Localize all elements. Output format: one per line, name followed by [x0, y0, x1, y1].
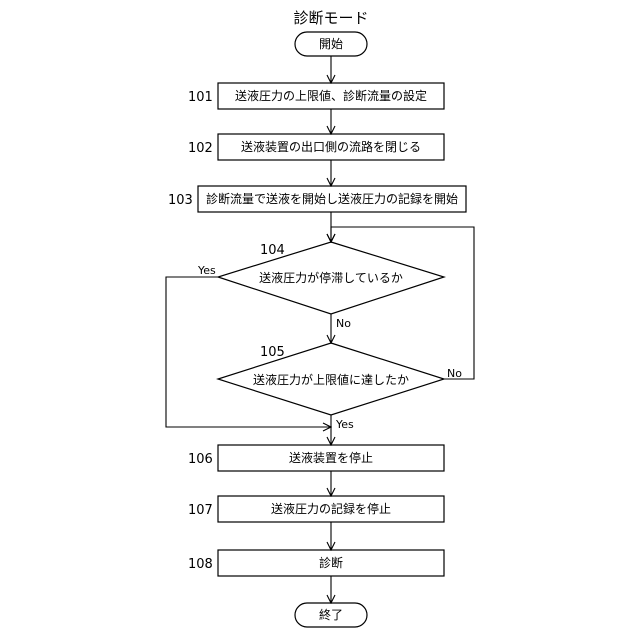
step-105-number: 105: [260, 345, 285, 360]
step-102-number: 102: [188, 141, 213, 156]
step-106-number: 106: [188, 452, 213, 467]
step-106-text: 送液装置を停止: [289, 450, 373, 465]
step-103-text: 診断流量で送液を開始し送液圧力の記録を開始: [206, 191, 458, 206]
decision-105-text: 送液圧力が上限値に達したか: [253, 372, 409, 387]
start-label: 開始: [319, 37, 343, 51]
step-107-number: 107: [188, 503, 213, 518]
edge-label-105-no: No: [447, 367, 462, 380]
end-label: 終了: [319, 607, 343, 622]
step-104-number: 104: [260, 243, 285, 258]
step-108-text: 診断: [319, 555, 343, 570]
edge-label-104-yes: Yes: [197, 264, 216, 277]
decision-104-text: 送液圧力が停滞しているか: [259, 270, 403, 285]
edge-label-105-yes: Yes: [335, 418, 354, 431]
diagram-title: 診断モード: [293, 9, 368, 27]
step-103-number: 103: [168, 193, 193, 208]
step-101-text: 送液圧力の上限値、診断流量の設定: [235, 88, 427, 103]
edge-label-104-no: No: [336, 317, 351, 330]
step-108-number: 108: [188, 557, 213, 572]
step-107-text: 送液圧力の記録を停止: [271, 501, 391, 516]
step-101-number: 101: [188, 90, 213, 105]
step-102-text: 送液装置の出口側の流路を閉じる: [241, 139, 421, 154]
